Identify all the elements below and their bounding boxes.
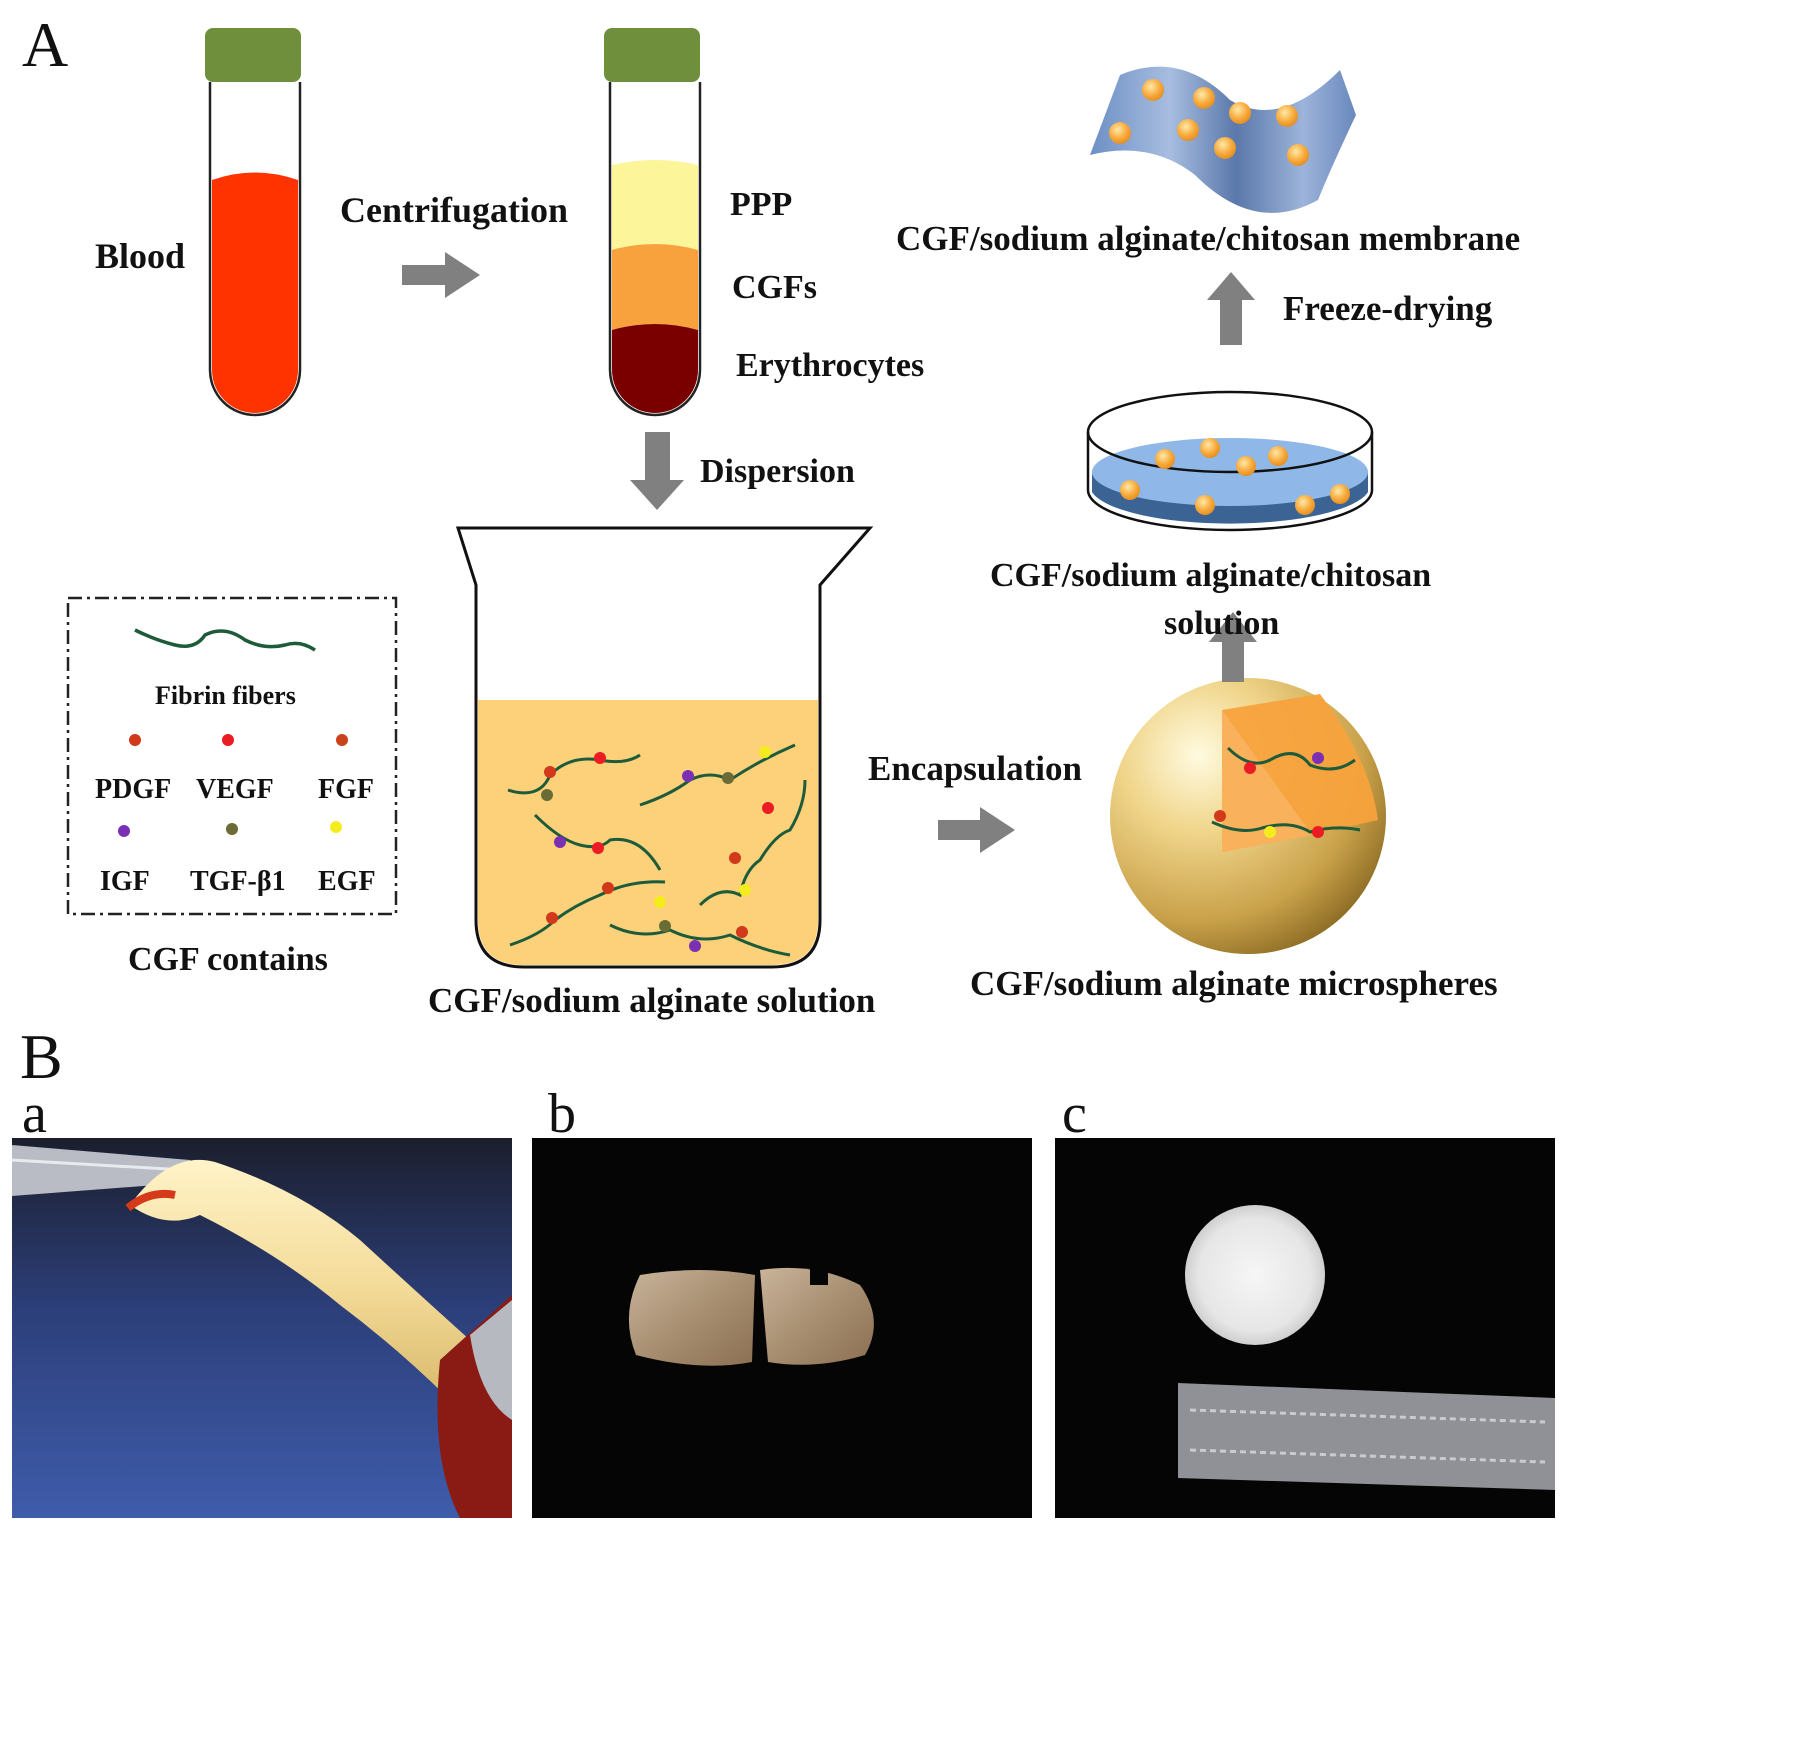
sub-label-b: b [548, 1083, 576, 1145]
legend-vegf: VEGF [196, 774, 274, 805]
label-ppp: PPP [730, 186, 792, 223]
photo-a [11, 1138, 512, 1518]
panel-b-letter: B [20, 1021, 63, 1092]
label-cgfs: CGFs [732, 269, 817, 306]
label-centrifugation: Centrifugation [340, 190, 568, 230]
blood-tube [205, 28, 302, 417]
label-erythrocytes: Erythrocytes [736, 347, 924, 384]
label-encapsulation: Encapsulation [868, 749, 1082, 788]
panel-a-letter: A [22, 9, 68, 80]
membrane [1090, 66, 1356, 213]
photo-c [1055, 1138, 1555, 1518]
legend-caption: CGF contains [128, 941, 328, 978]
legend-pdgf-dot [129, 734, 141, 746]
label-chitosan-solution-1: CGF/sodium alginate/chitosan [990, 557, 1431, 594]
legend-fibrin-swatch [134, 628, 316, 652]
separated-tube [604, 28, 702, 417]
photo-b [532, 1138, 1032, 1518]
legend-igf: IGF [100, 866, 150, 897]
legend-fibrin: Fibrin fibers [155, 681, 296, 710]
legend-box: Fibrin fibers PDGF VEGF FGF IGF TGF-β1 E… [66, 596, 398, 916]
microsphere [1110, 678, 1386, 954]
legend-fgf: FGF [318, 774, 374, 805]
arrow-right-2 [938, 807, 1015, 853]
legend-tgf-dot [226, 823, 238, 835]
arrow-down-dispersion [630, 432, 684, 510]
label-chitosan-solution-2: solution [1164, 605, 1279, 642]
legend-vegf-dot [222, 734, 234, 746]
sub-label-c: c [1062, 1083, 1087, 1145]
arrow-up-1 [1207, 272, 1255, 345]
legend-tgf: TGF-β1 [190, 866, 286, 897]
legend-fgf-dot [336, 734, 348, 746]
label-microspheres: CGF/sodium alginate microspheres [970, 964, 1498, 1003]
label-blood: Blood [95, 236, 185, 276]
label-solution: CGF/sodium alginate solution [428, 981, 875, 1020]
legend-pdgf: PDGF [95, 774, 171, 805]
arrow-right-1 [402, 252, 480, 298]
legend-egf: EGF [318, 866, 376, 897]
legend-egf-dot [330, 821, 342, 833]
label-membrane: CGF/sodium alginate/chitosan membrane [896, 219, 1520, 258]
label-freeze-drying: Freeze-drying [1283, 289, 1493, 328]
tube-cap [205, 28, 301, 82]
sub-label-a: a [22, 1083, 47, 1145]
tube-cap-2 [604, 28, 700, 82]
legend-igf-dot [118, 825, 130, 837]
label-dispersion: Dispersion [700, 453, 855, 490]
petri-dish [1086, 390, 1374, 532]
arrow-up-2 [1209, 612, 1257, 682]
beaker [455, 526, 874, 969]
